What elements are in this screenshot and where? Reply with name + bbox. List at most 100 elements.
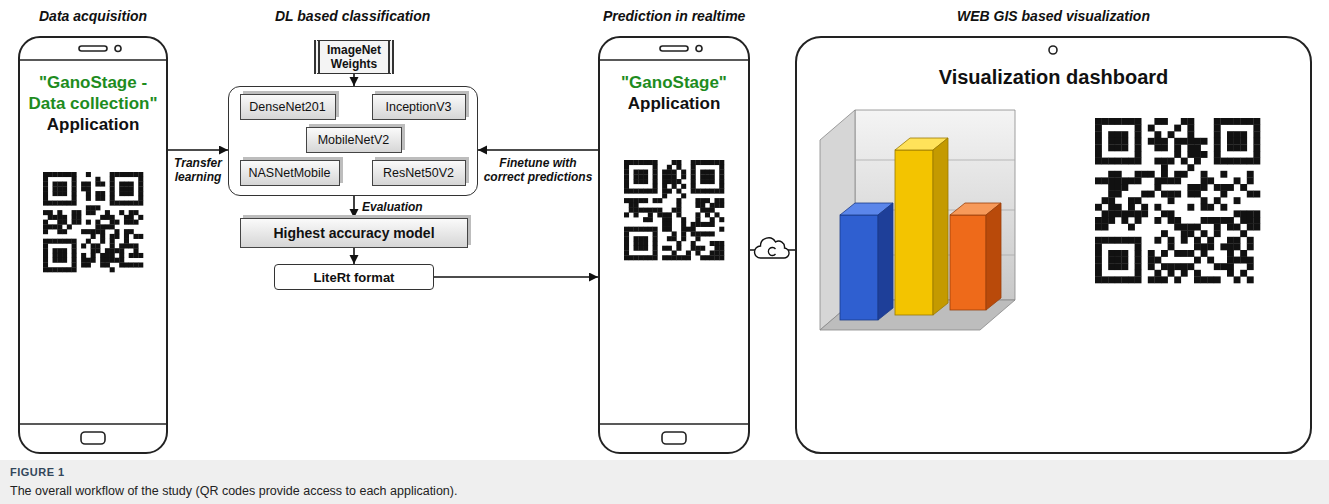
qr-module <box>1115 138 1122 145</box>
qr-module <box>1207 217 1214 224</box>
qr-module <box>62 191 67 196</box>
qr-module <box>705 160 710 165</box>
qr-module <box>1154 144 1161 151</box>
qr-module <box>57 201 62 206</box>
qr-module <box>72 177 77 182</box>
qr-module <box>643 236 648 241</box>
qr-module <box>1247 210 1254 217</box>
qr-module <box>105 210 110 215</box>
qr-module <box>634 198 639 203</box>
qr-module <box>1108 210 1115 217</box>
qr-module <box>1121 131 1128 138</box>
qr-module <box>1187 204 1194 211</box>
qr-module <box>1154 217 1161 224</box>
qr-module <box>634 174 639 179</box>
qr-module <box>1135 270 1142 277</box>
qr-module <box>43 262 48 267</box>
qr-module <box>1187 230 1194 237</box>
qr-module <box>643 179 648 184</box>
qr-module <box>638 174 643 179</box>
qr-module <box>648 255 653 260</box>
qr-module <box>695 231 700 236</box>
qr-module <box>1108 131 1115 138</box>
qr-module <box>714 160 719 165</box>
qr-module <box>105 224 110 229</box>
qr-module <box>719 184 724 189</box>
qr-module <box>629 189 634 194</box>
qr-module <box>1247 237 1254 244</box>
qr-module <box>714 250 719 255</box>
qr-module <box>1108 217 1115 224</box>
qr-module <box>1161 158 1168 165</box>
qr-module <box>638 160 643 165</box>
qr-module <box>624 255 629 260</box>
qr-background <box>43 172 143 272</box>
qr-module <box>133 253 138 258</box>
qr-module <box>1207 276 1214 283</box>
qr-module <box>719 174 724 179</box>
qr-module <box>114 234 119 239</box>
qr-module <box>653 246 658 251</box>
qr-module <box>1220 263 1227 270</box>
qr-module <box>643 241 648 246</box>
qr-module <box>710 231 715 236</box>
qr-module <box>1121 177 1128 184</box>
qr-module <box>695 236 700 241</box>
qr-module <box>91 234 96 239</box>
qr-module <box>138 177 143 182</box>
qr-module <box>72 262 77 267</box>
qr-module <box>1141 191 1148 198</box>
qr-module <box>95 224 100 229</box>
qr-background <box>624 160 724 260</box>
qr-module <box>72 215 77 220</box>
qr-module <box>1102 210 1109 217</box>
qr-module <box>624 212 629 217</box>
qr-module <box>1194 191 1201 198</box>
qr-module <box>719 203 724 208</box>
qr-module <box>110 267 115 272</box>
qr-module <box>714 203 719 208</box>
qr-module <box>710 250 715 255</box>
node-text: Visualization dashboard <box>939 66 1169 89</box>
qr-module <box>53 186 58 191</box>
qr-module <box>672 255 677 260</box>
qr-module <box>1128 177 1135 184</box>
qr-module <box>710 208 715 213</box>
qr-module <box>119 243 124 248</box>
qr-module <box>691 165 696 170</box>
qr-module <box>681 255 686 260</box>
qr-module <box>643 246 648 251</box>
qr-module <box>1240 138 1247 145</box>
qr-module <box>1234 138 1241 145</box>
node-text: "GanoStage" <box>621 72 727 93</box>
qr-module <box>638 198 643 203</box>
qr-module <box>662 179 667 184</box>
qr-module <box>686 255 691 260</box>
qr-module <box>634 203 639 208</box>
qr-module <box>81 253 86 258</box>
phone-details <box>19 46 167 445</box>
qr-module <box>1253 138 1260 145</box>
qr-module <box>62 248 67 253</box>
qr-module <box>114 172 119 177</box>
model-group: DenseNet201InceptionV3MobileNetV2NASNetM… <box>228 86 478 196</box>
qr-module <box>1181 224 1188 231</box>
qr-module <box>72 248 77 253</box>
column-heading: WEB GIS based visualization <box>957 8 1150 24</box>
qr-module <box>1148 191 1155 198</box>
qr-module <box>1253 158 1260 165</box>
qr-module <box>119 182 124 187</box>
qr-module <box>43 182 48 187</box>
qr-module <box>81 258 86 263</box>
qr-module <box>1148 171 1155 178</box>
qr-module <box>700 222 705 227</box>
qr-module <box>91 243 96 248</box>
qr-module <box>714 198 719 203</box>
qr-module <box>672 170 677 175</box>
qr-module <box>133 262 138 267</box>
qr-module <box>1115 144 1122 151</box>
qr-module <box>624 246 629 251</box>
node-text: ResNet50V2 <box>383 166 454 180</box>
qr-module <box>43 196 48 201</box>
qr-module <box>1108 204 1115 211</box>
